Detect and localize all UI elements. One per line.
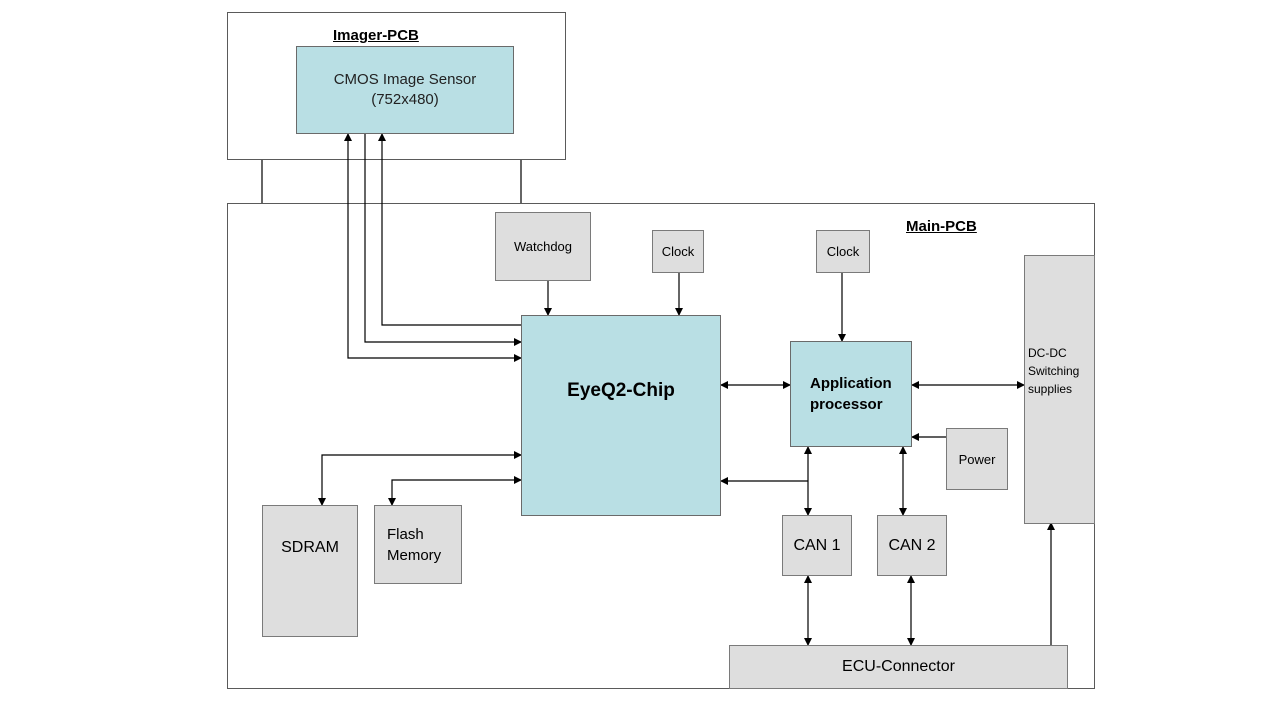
clock-left-label: Clock — [661, 244, 695, 259]
sdram-block: SDRAM — [262, 505, 358, 637]
ecu-connector-label: ECU-Connector — [842, 658, 955, 675]
imager-pcb-title: Imager-PCB — [333, 27, 419, 44]
clock-right-label: Clock — [826, 244, 860, 259]
can1-block: CAN 1 — [782, 515, 852, 576]
bus-sensor-2 — [364, 134, 522, 346]
can2-block: CAN 2 — [877, 515, 947, 576]
eyeq2-chip: EyeQ2-Chip — [521, 315, 721, 516]
application-processor: Application processor — [790, 341, 912, 447]
ecu-connector: ECU-Connector — [729, 645, 1068, 689]
dcdc-switching-supplies: DC-DC Switching supplies — [1024, 255, 1095, 524]
power-label: Power — [958, 451, 996, 467]
can2-label: CAN 2 — [888, 536, 936, 554]
watchdog-label: Watchdog — [513, 239, 573, 254]
eyeq2-chip-label: EyeQ2-Chip — [567, 380, 675, 401]
main-pcb-title: Main-PCB — [906, 218, 977, 235]
can1-label: CAN 1 — [793, 536, 841, 554]
sdram-label: SDRAM — [281, 539, 339, 556]
application-processor-label: Application processor — [810, 375, 892, 413]
clock-block-right: Clock — [816, 230, 870, 273]
cmos-image-sensor: CMOS Image Sensor (752x480) — [296, 46, 514, 134]
power-block: Power — [946, 428, 1008, 490]
watchdog-block: Watchdog — [495, 212, 591, 281]
dcdc-label: DC-DC Switching supplies — [1028, 346, 1080, 396]
cmos-image-sensor-label: CMOS Image Sensor (752x480) — [333, 71, 477, 108]
flash-memory-block: Flash Memory — [374, 505, 462, 584]
bus-sensor-3 — [378, 133, 521, 326]
wire-sdram — [318, 451, 522, 506]
wire-flash — [388, 476, 522, 506]
bus-sensor-1 — [344, 133, 522, 362]
clock-block-left: Clock — [652, 230, 704, 273]
flash-memory-label: Flash Memory — [387, 525, 442, 564]
